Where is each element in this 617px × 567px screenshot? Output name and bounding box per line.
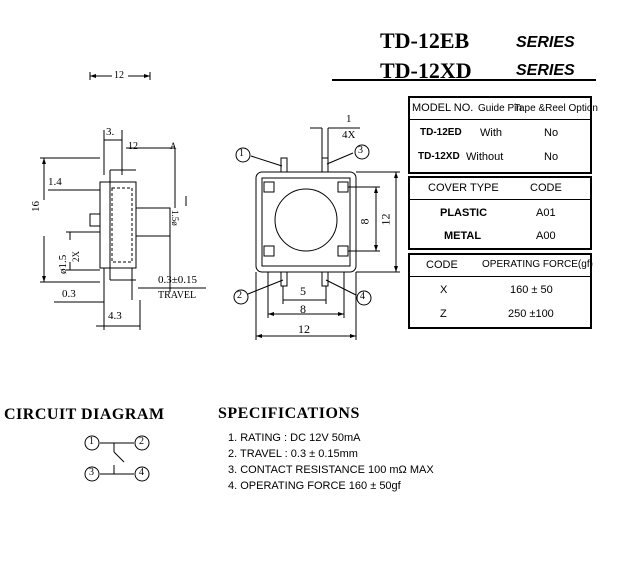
spec-item-1: 1. RATING : DC 12V 50mA: [228, 432, 361, 444]
pin-2-balloon: 2: [237, 290, 242, 301]
cover-row2-code: A00: [536, 230, 556, 242]
circuit-pin-1: 1: [89, 436, 94, 447]
pin-1-balloon: 1: [239, 148, 244, 159]
pin-3-balloon: 3: [358, 145, 363, 156]
side-dim-2x: 2X: [71, 251, 81, 262]
model-header-tape: Tape &Reel Option: [514, 103, 598, 114]
force-header-force: OPERATING FORCE(gf): [482, 259, 593, 270]
force-row2-code: Z: [440, 308, 447, 320]
force-header-code: CODE: [426, 259, 458, 271]
side-dim-vertical: 1.5ø: [170, 210, 180, 226]
side-dim-0-3: 0.3: [62, 288, 76, 300]
side-dim-4-3: 4.3: [108, 310, 122, 322]
circuit-pin-3: 3: [89, 467, 94, 478]
top-dim-5: 5: [300, 284, 306, 298]
pin-4-balloon: 4: [360, 291, 365, 302]
force-row1-code: X: [440, 284, 448, 296]
series-label-1: SERIES: [516, 34, 575, 51]
model-row1-guide: With: [480, 127, 502, 139]
cover-row2-type: METAL: [444, 230, 482, 242]
top-dim-12-bottom: 12: [298, 322, 310, 336]
spec-item-4: 4. OPERATING FORCE 160 ± 50gf: [228, 480, 401, 492]
circuit-diagram-title: CIRCUIT DIAGRAM: [4, 406, 165, 423]
force-table: CODE OPERATING FORCE(gf) X 160 ± 50 Z 25…: [408, 253, 593, 329]
spec-item-2: 2. TRAVEL : 0.3 ± 0.15mm: [228, 448, 358, 460]
travel-value: 0.3±0.15: [158, 274, 198, 286]
series-label-2: SERIES: [516, 62, 575, 79]
model-title-1: TD-12EB: [380, 28, 470, 53]
cover-header-code: CODE: [530, 182, 562, 194]
cover-row1-type: PLASTIC: [440, 207, 488, 219]
side-dim-3: 3.: [106, 126, 115, 138]
cover-table: COVER TYPE CODE PLASTIC A01 METAL A00: [408, 176, 592, 250]
specifications-title: SPECIFICATIONS: [218, 405, 360, 422]
force-row1-force: 160 ± 50: [510, 284, 553, 296]
side-dim-diameter: ø1.5: [57, 254, 69, 274]
cover-header-type: COVER TYPE: [428, 182, 499, 194]
top-dim-4x: 4X: [342, 129, 356, 141]
model-row2-model: TD-12XD: [418, 151, 460, 162]
model-title-2: TD-12XD: [380, 58, 472, 83]
model-row1-model: TD-12ED: [420, 127, 462, 138]
model-row2-guide: Without: [466, 151, 504, 163]
side-dim-16: 16: [30, 201, 42, 212]
cover-row1-code: A01: [536, 207, 556, 219]
circuit-pin-4: 4: [139, 467, 144, 478]
model-table: MODEL NO. Guide Pin Tape &Reel Option TD…: [408, 96, 598, 174]
top-dim-8-bottom: 8: [300, 302, 306, 316]
model-row2-tape: No: [544, 151, 559, 163]
model-row1-tape: No: [544, 127, 559, 139]
side-dim-12: 12: [128, 141, 138, 152]
side-dim-1-4: 1.4: [48, 176, 62, 188]
spec-item-3: 3. CONTACT RESISTANCE 100 mΩ MAX: [228, 464, 434, 476]
circuit-pin-2: 2: [139, 436, 144, 447]
top-dim-8-right: 8: [357, 218, 372, 225]
side-dim-12-top: 12: [114, 70, 124, 81]
top-dim-1: 1: [346, 113, 352, 125]
travel-label: TRAVEL: [158, 290, 197, 301]
side-dim-a: A: [170, 141, 177, 151]
model-header-model: MODEL NO.: [412, 102, 474, 114]
top-dim-12-right: 12: [378, 213, 393, 226]
force-row2-force: 250 ±100: [508, 308, 554, 320]
model-header-guide: Guide Pin: [478, 103, 522, 114]
